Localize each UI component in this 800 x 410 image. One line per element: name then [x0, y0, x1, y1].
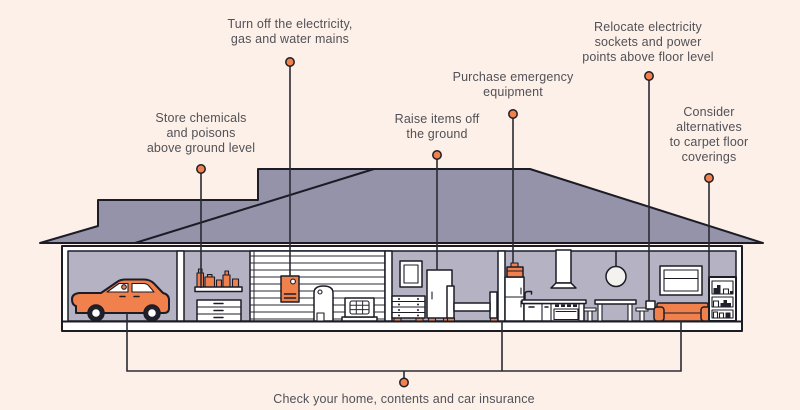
couch — [653, 302, 712, 322]
callout-dot-turn-off-mains — [285, 57, 295, 67]
electrical-panel — [280, 275, 300, 303]
callout-label-turn-off-mains: Turn off the electricity, gas and water … — [227, 17, 353, 46]
rangehood — [550, 249, 577, 289]
pendant-light — [605, 250, 627, 288]
callout-label-relocate-sockets: Relocate electricity sockets and power p… — [582, 20, 714, 64]
callout-label-raise-items: Raise items off the ground — [394, 112, 480, 141]
shelf-board — [194, 286, 243, 293]
callout-label-store-chemicals: Store chemicals and poisons above ground… — [146, 111, 256, 155]
emergency-kit — [506, 262, 524, 278]
car — [71, 278, 170, 322]
callout-dot-purchase-equipment — [508, 109, 518, 119]
car-window-rear — [131, 282, 155, 293]
bed — [446, 285, 499, 323]
faucet — [524, 290, 533, 303]
books — [713, 285, 721, 294]
callout-dot-store-chemicals — [196, 164, 206, 174]
refrigerator — [504, 276, 525, 322]
callout-dot-relocate-sockets — [644, 71, 654, 81]
drawer-unit — [196, 299, 242, 322]
bookshelf — [708, 276, 737, 322]
picture-frame — [399, 260, 423, 288]
roof — [39, 168, 764, 244]
driver-figure — [121, 284, 127, 290]
insurance-bracket — [126, 313, 682, 388]
callout-label-purchase-equipment: Purchase emergency equipment — [452, 70, 574, 99]
air-conditioner — [341, 297, 378, 322]
callout-label-carpet-alternatives: Consider alternatives to carpet floor co… — [669, 105, 749, 164]
water-heater — [313, 285, 334, 322]
window — [659, 265, 703, 296]
stove — [553, 304, 579, 321]
roof-hip-line — [134, 168, 375, 244]
callout-label-insurance: Check your home, contents and car insura… — [273, 392, 535, 406]
callout-dot-insurance — [399, 377, 409, 388]
chest-of-drawers — [391, 295, 426, 323]
books — [720, 300, 731, 307]
callout-dot-carpet-alternatives — [704, 173, 714, 183]
callout-dot-raise-items — [432, 150, 442, 160]
callout-pointers — [196, 57, 714, 301]
power-socket — [645, 300, 656, 310]
